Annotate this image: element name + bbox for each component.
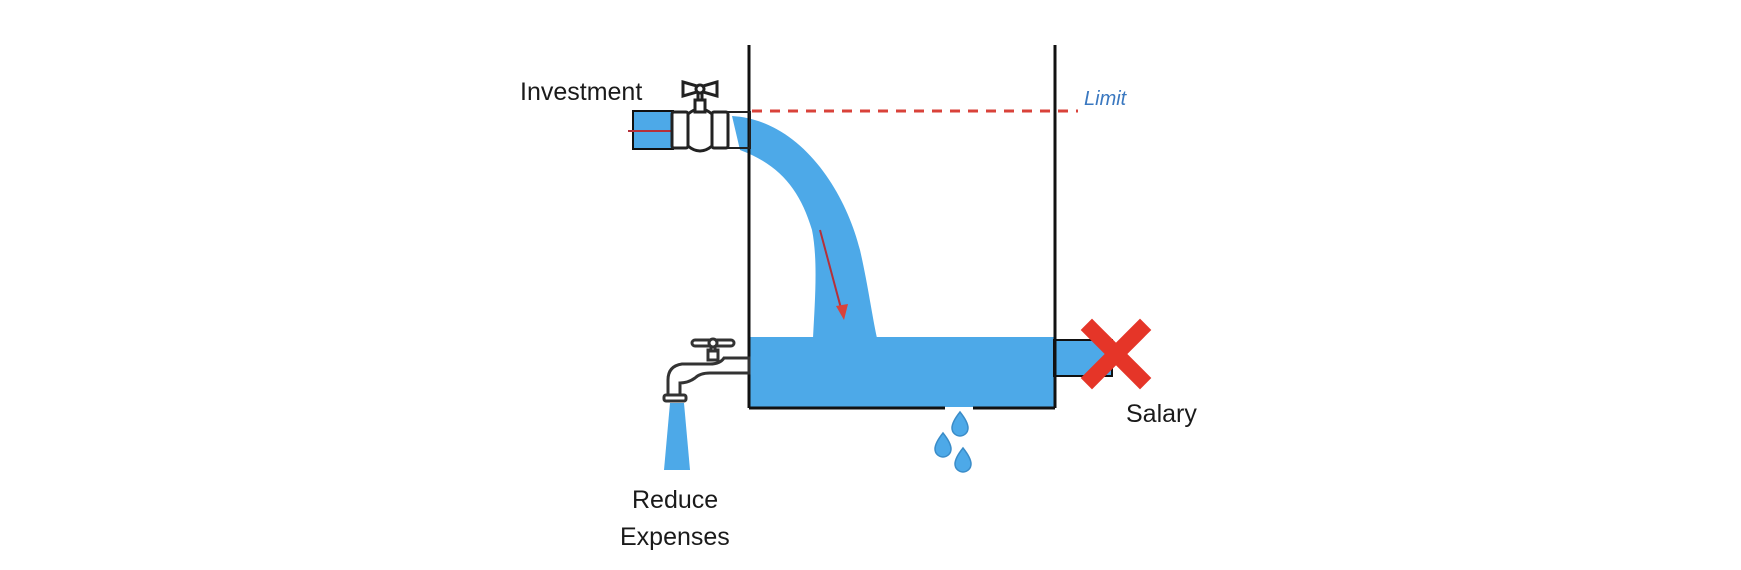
water-drops-icon: [934, 410, 972, 473]
investment-label: Investment: [520, 78, 642, 106]
valve-outlet-stub: [727, 111, 751, 149]
reduce-expenses-label-line2: Expenses: [620, 523, 730, 551]
reduce-expenses-label-line1: Reduce: [632, 486, 718, 514]
salary-label: Salary: [1126, 400, 1197, 428]
flow-arrow: [819, 229, 843, 313]
red-x-icon: [1080, 318, 1152, 390]
limit-label: Limit: [1084, 88, 1128, 110]
flow-arrow-head: [836, 304, 848, 320]
investment-stream: [732, 116, 877, 338]
faucet-icon: [662, 337, 751, 403]
valve-icon: [670, 80, 730, 153]
expense-outflow-stream: [664, 403, 690, 470]
tank-water: [749, 337, 1055, 407]
